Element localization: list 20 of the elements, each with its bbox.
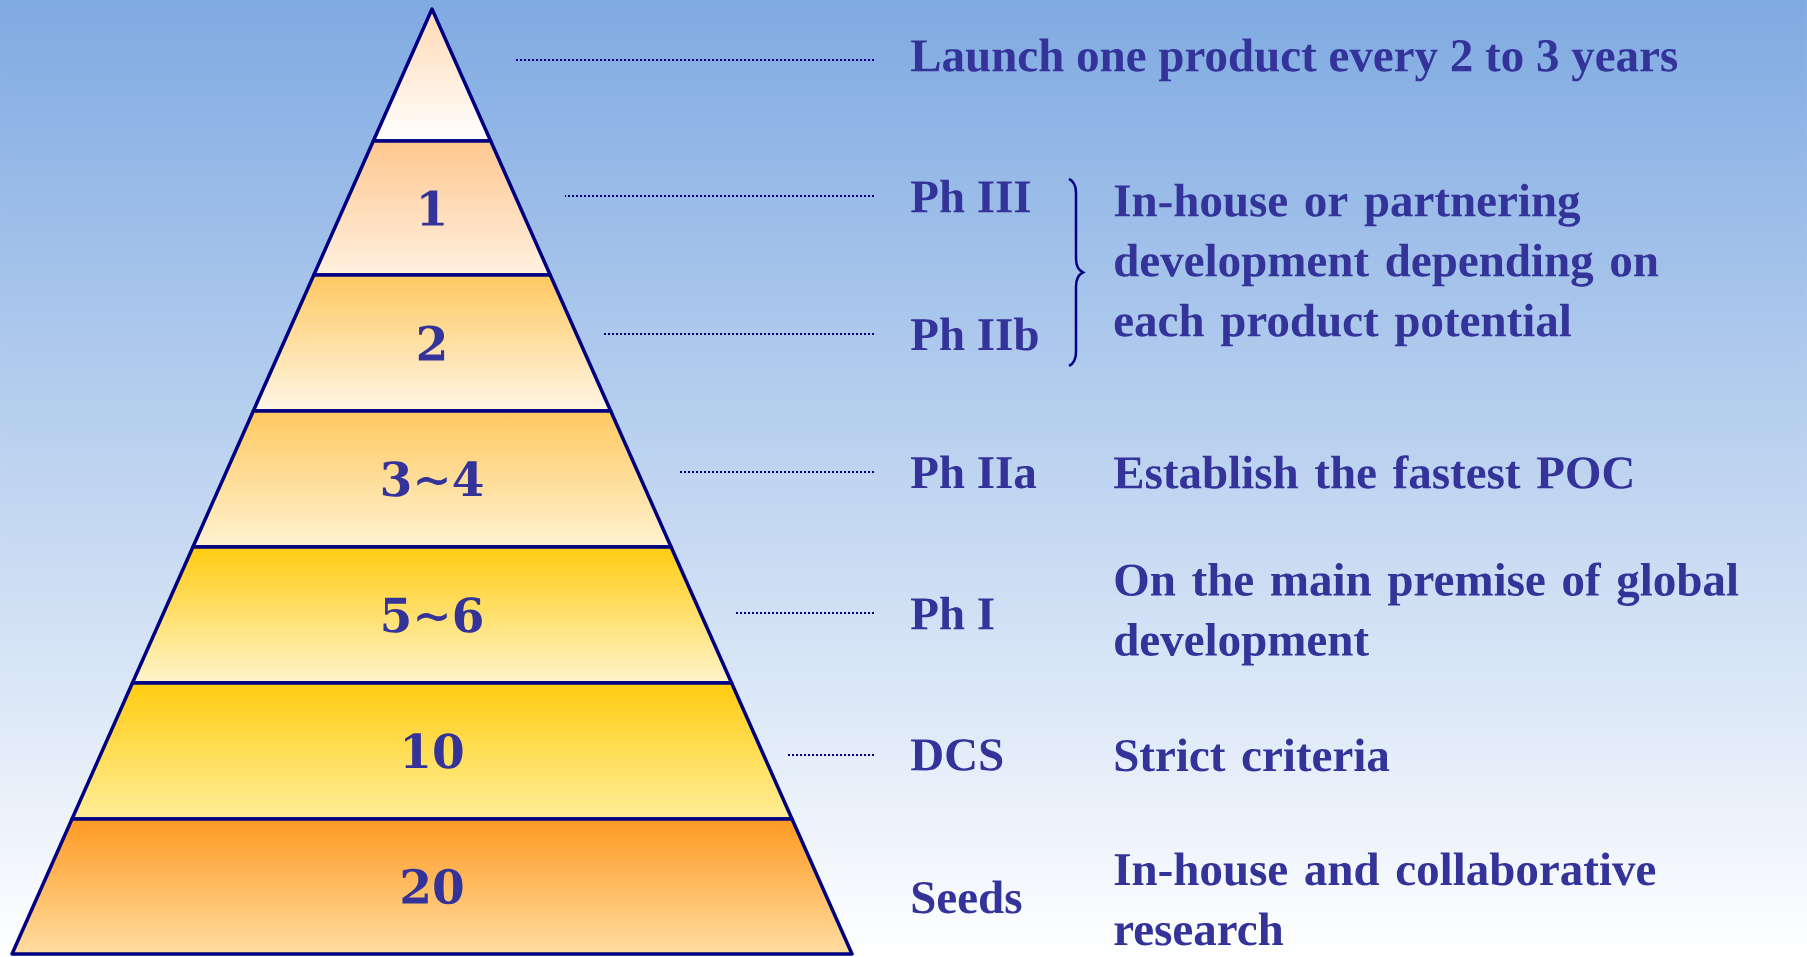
description: On the main premise of global development [1115,562,1739,666]
leader-line [564,195,875,197]
description: Strict criteria [1115,738,1390,772]
leader-line [786,754,875,756]
stage-label: Ph IIa [911,455,1037,489]
leader-line [733,612,875,614]
description: Establish the fastest POC [1114,455,1632,489]
stage-label: Ph IIb [911,317,1038,351]
stage-label: Launch one product every 2 to 3 years [911,38,1678,82]
description: In-house and collaborative research [1114,852,1656,946]
stage-label: Ph III [911,179,1031,213]
pyramid-tier: 20 [10,817,854,956]
stage-label: Seeds [912,880,1022,914]
leader-line [679,471,875,473]
stage-label: Ph I [911,596,994,630]
description: In-house or partnering development depending on each product potential [1114,183,1659,347]
leader-line [602,333,875,335]
leader-line [515,59,875,61]
pyramid-tier: 10 [70,681,794,821]
stage-label: DCS [911,739,1003,771]
